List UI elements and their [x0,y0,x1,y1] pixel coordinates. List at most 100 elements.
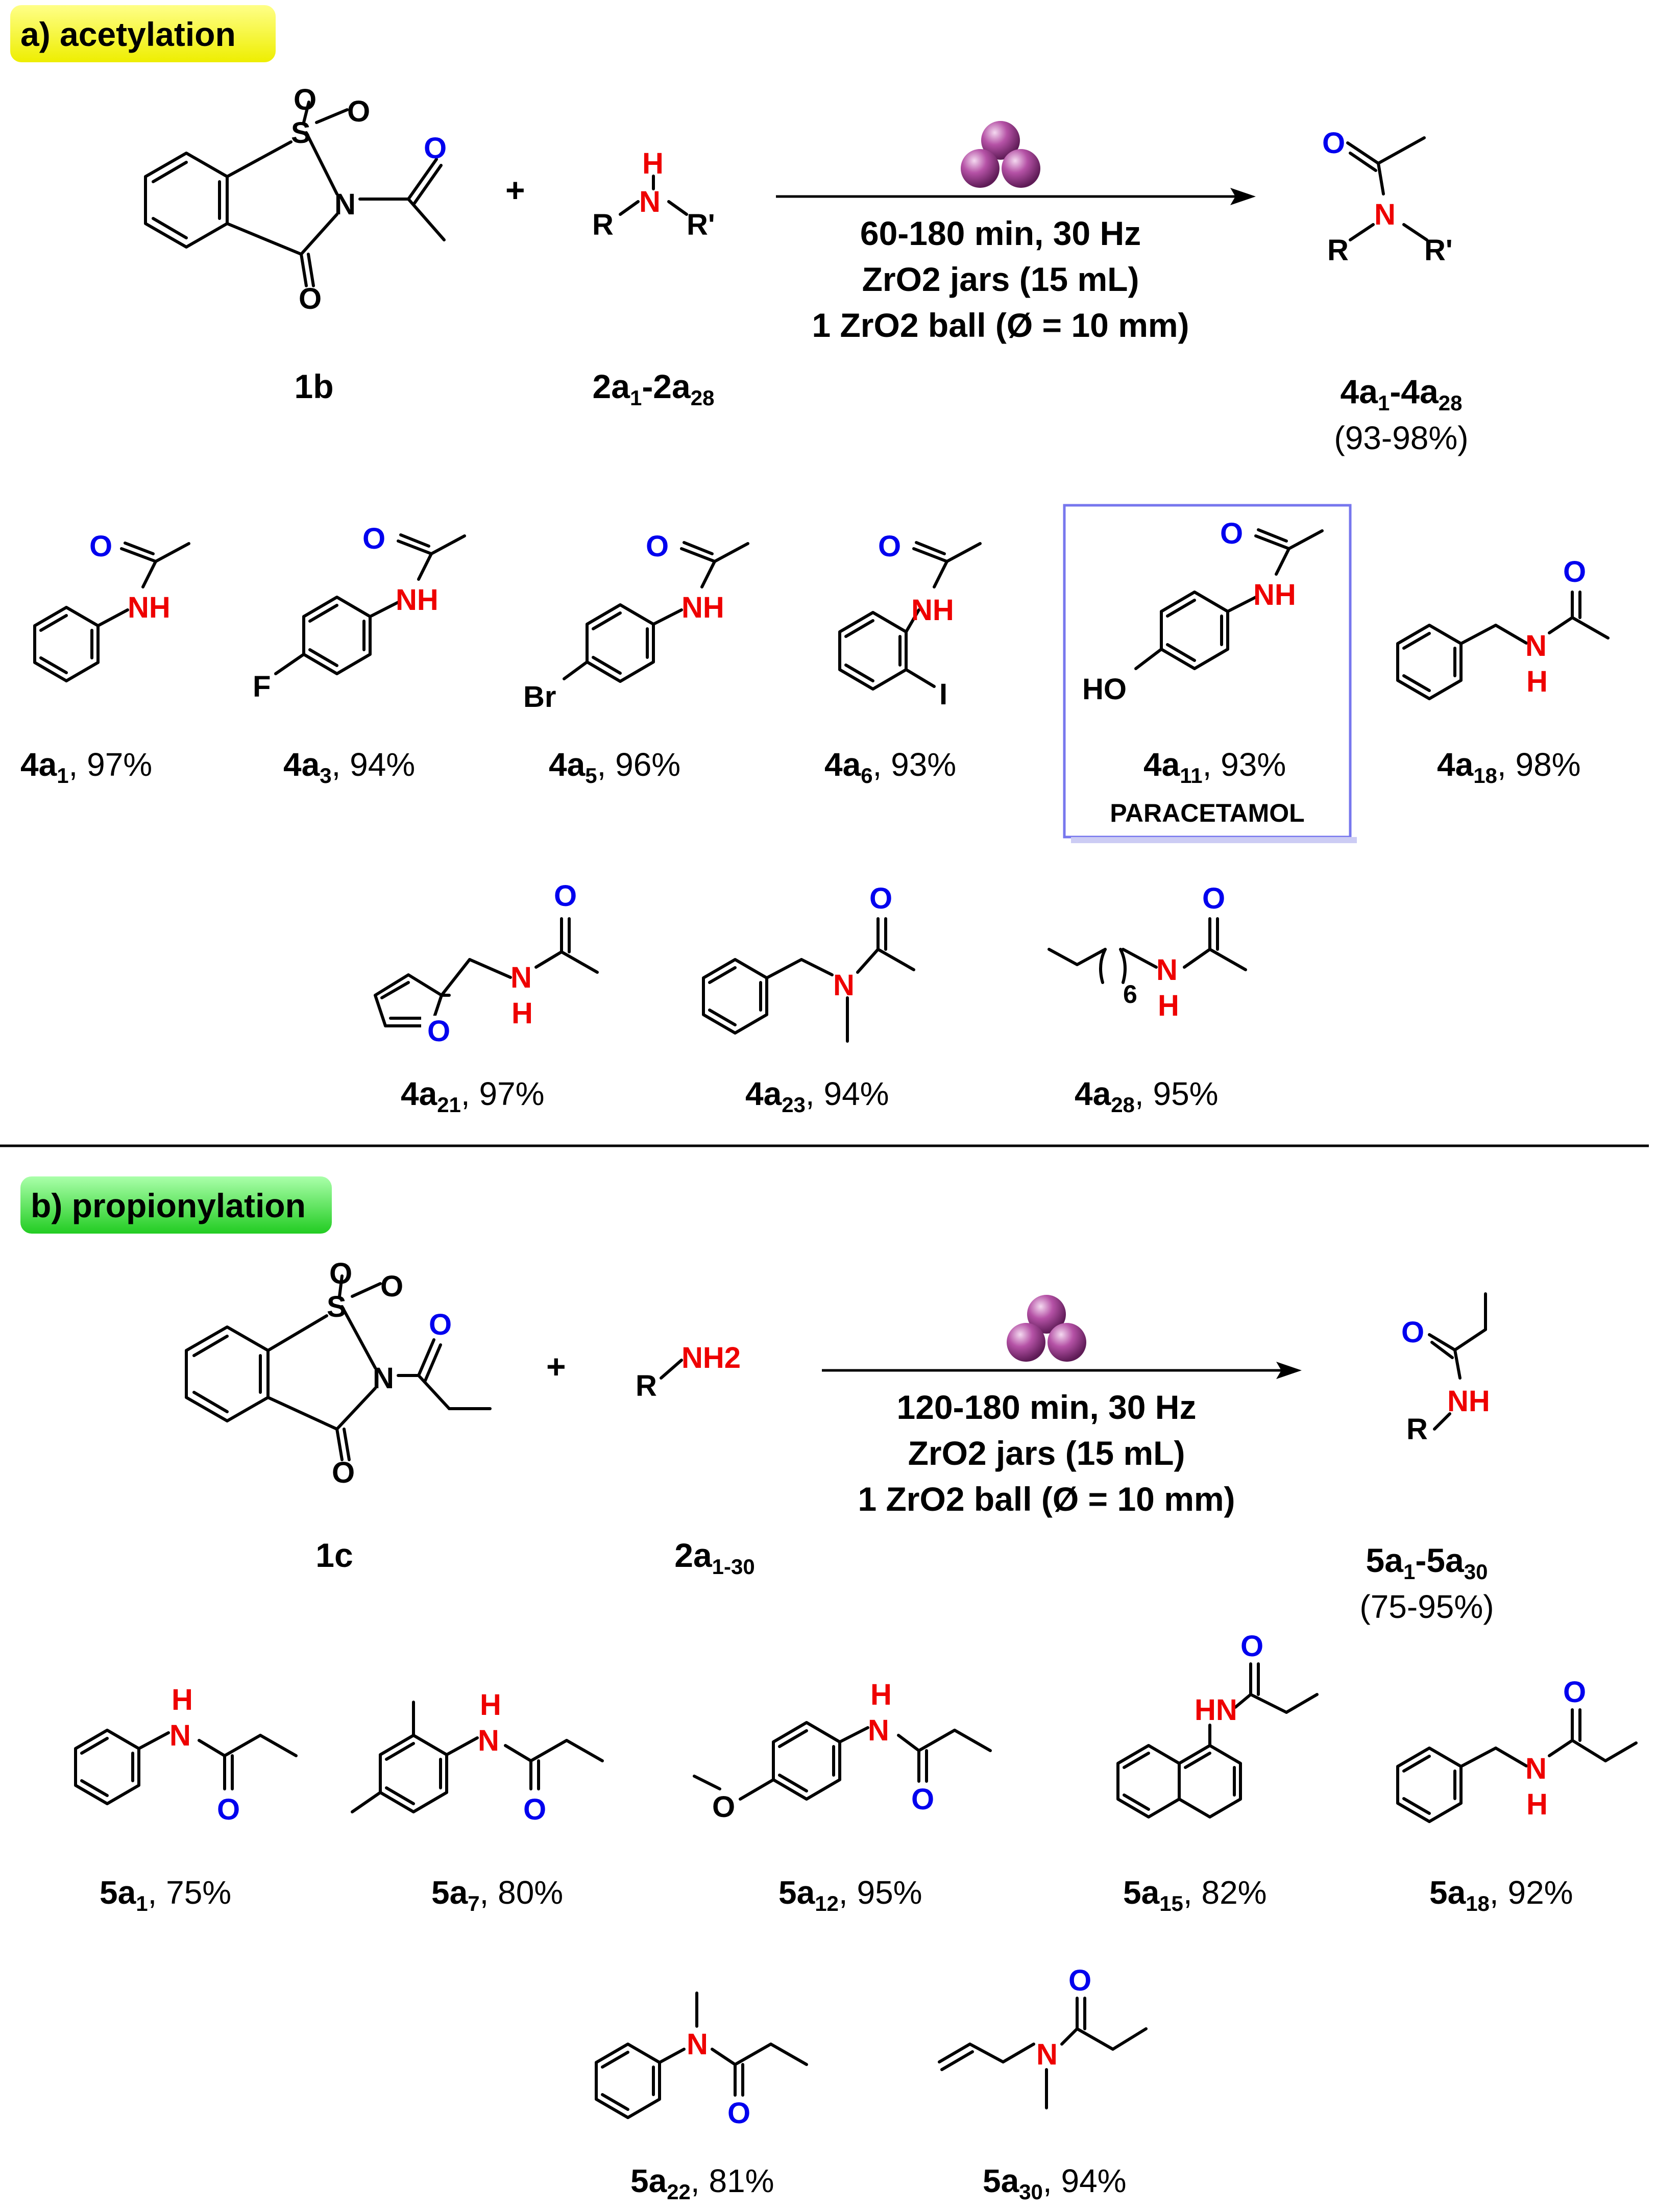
amine-nitrogen: N [639,185,661,218]
product-4a3-label: 4a3, 94% [283,746,415,788]
oxygen: O [727,2097,750,2130]
nitrogen: N [1525,1752,1547,1785]
sulfonyl-oxygen: O [380,1270,403,1303]
r-group: R [636,1369,657,1403]
nitrogen: N [1156,953,1178,987]
nitrogen: N [687,2028,708,2061]
reaction-arrow [822,1362,1302,1379]
sulfonyl-oxygen: O [294,83,316,116]
sulfur-atom: S [327,1290,347,1323]
iodine: I [939,678,947,711]
highlight-box-shadow [1071,837,1357,843]
acyl-oxygen: O [424,132,447,165]
condition-ball: 1 ZrO2 ball (Ø = 10 mm) [858,1480,1235,1518]
plus-sign: + [546,1347,566,1385]
product-5a7-label: 5a7, 80% [431,1874,563,1915]
paracetamol-caption: PARACETAMOL [1110,799,1304,827]
product-4a1-label: 4a1, 97% [20,746,152,788]
nitrogen: N [510,961,532,994]
product-5a15-label: 5a15, 82% [1123,1874,1267,1915]
amine-2a-label: 2a1-2a28 [593,367,715,410]
hydrogen: H [1526,665,1548,698]
oxygen: O [554,879,577,913]
oxygen: O [1563,555,1586,588]
acetylation-tag-background [10,5,276,62]
nh-group: NH [396,583,439,617]
r-group: R [1327,234,1349,267]
oxygen: O [646,530,669,563]
oxygen: O [1563,1676,1586,1709]
hydrogen: H [1526,1788,1548,1821]
hydrogen: H [172,1683,193,1716]
panel-a: a) acetylation S O O N O O 1b [10,5,1610,1117]
methoxy-oxygen: O [712,1790,735,1824]
hydroxyl-group: HO [1082,673,1127,706]
oxygen: O [362,522,385,555]
amine-2a-label: 2a1-30 [674,1536,754,1579]
hydrogen: H [512,997,533,1030]
oxygen: O [1240,1630,1263,1663]
product-4a-yield-range: (93-98%) [1334,420,1468,456]
acyl-oxygen: O [429,1308,452,1341]
product-5a30-structure: O N [938,1964,1148,2109]
product-5a7-structure: H N O [351,1688,604,1826]
ball-mill-icon [1007,1295,1086,1362]
product-4a28-label: 4a28, 95% [1075,1075,1219,1117]
carbonyl-oxygen: O [1322,127,1345,160]
r-prime-group: R' [687,208,715,241]
propionylation-tag: b) propionylation [31,1187,306,1224]
panel-b: b) propionylation S O O N O O [20,1176,1638,2204]
condition-ball: 1 ZrO2 ball (Ø = 10 mm) [812,306,1189,344]
reagent-1c-label: 1c [315,1536,353,1574]
nitrogen: N [478,1724,499,1757]
paracetamol-highlight-box [1063,504,1352,839]
product-5a18-structure: O N H [1396,1676,1638,1823]
product-5a30-label: 5a30, 94% [983,2162,1127,2204]
product-5a1-structure: H N O [74,1683,298,1826]
product-4a11-label: 4a11, 93% [1143,746,1286,788]
nh-group: NH [1253,578,1296,611]
oxygen: O [523,1793,546,1826]
reagent-1c-structure: S O O N O O [185,1257,492,1489]
amine-2a-structure: R NH2 [636,1341,741,1403]
oxygen: O [878,530,901,563]
hydrogen: H [870,1678,892,1711]
product-4a21-label: 4a21, 97% [401,1075,545,1117]
product-5a12-label: 5a12, 95% [778,1874,922,1915]
nitrogen-atom: N [334,188,356,221]
condition-jar: ZrO2 jars (15 mL) [862,260,1139,298]
product-4a6-structure: O NH I [838,530,982,711]
product-5a1-label: 5a1, 75% [100,1874,231,1915]
sulfonyl-oxygen: O [347,95,370,128]
amine-hydrogen: H [642,147,664,180]
nh-group: NH [681,591,724,624]
ball-mill-icon [961,121,1040,188]
oxygen: O [1068,1964,1091,1997]
product-5a18-label: 5a18, 92% [1429,1874,1573,1915]
product-4a-label: 4a1-4a28 [1341,373,1463,415]
hydrogen: H [480,1688,501,1722]
nitrogen: N [169,1719,191,1752]
condition-jar: ZrO2 jars (15 mL) [908,1434,1185,1472]
nh-group: NH [911,594,954,627]
nitrogen: N [833,969,855,1002]
r-group: R [1406,1413,1428,1446]
product-5a15-structure: O HN [1116,1630,1319,1818]
reaction-arrow [776,188,1256,205]
product-4a18-label: 4a18, 98% [1437,746,1581,788]
product-4a3-structure: O NH F [253,522,466,703]
hydrogen: H [1158,989,1179,1022]
product-4a21-structure: O O N H [374,879,599,1048]
condition-time: 120-180 min, 30 Hz [897,1388,1197,1426]
nh-group: NH [128,591,171,624]
propionylation-tag-background [20,1176,332,1234]
reagent-1b-structure: S O O N O O [144,83,447,315]
oxygen: O [217,1793,240,1826]
product-4a6-label: 4a6, 93% [824,746,956,788]
carbonyl-oxygen: O [1401,1316,1424,1349]
amide-nh: NH [1447,1385,1490,1418]
condition-time: 60-180 min, 30 Hz [860,214,1141,252]
product-4a23-label: 4a23, 94% [745,1075,889,1117]
product-5a12-structure: H N O O [693,1678,992,1824]
